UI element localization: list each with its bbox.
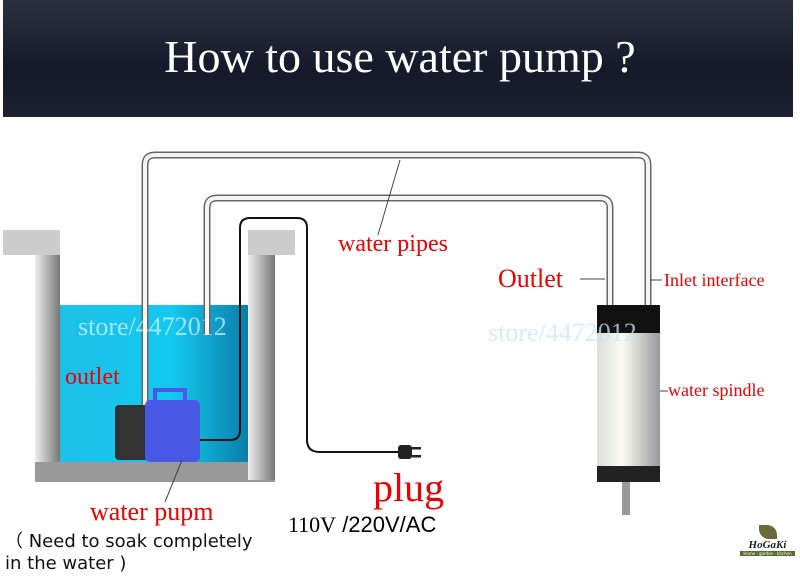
- power-cord: [200, 217, 400, 453]
- logo-name: HoGaKi: [748, 539, 787, 551]
- voltage-110: 110V: [288, 512, 337, 537]
- note-line-1: （ Need to soak completely: [5, 531, 253, 552]
- label-water-spindle: water spindle: [668, 380, 765, 400]
- label-water-pipes: water pipes: [338, 231, 448, 257]
- label-inlet-interface: Inlet interface: [664, 270, 765, 290]
- header-banner: [3, 0, 793, 117]
- leader-lines: [164, 159, 668, 503]
- note-line-2: in the water ): [5, 553, 127, 574]
- watermark: store/4472012: [78, 312, 227, 341]
- watermark: store/4472012: [488, 318, 637, 347]
- voltage-rest: /220V/AC: [336, 512, 437, 537]
- plug-icon: [398, 445, 421, 459]
- label-water-pump: water pupm: [90, 497, 214, 526]
- hogaki-logo: HoGaKi Home · garden · kitchen: [740, 525, 795, 556]
- leaf-icon: [758, 525, 777, 539]
- logo-tagline: Home · garden · kitchen: [740, 551, 795, 556]
- label-outlet-lower: outlet: [65, 364, 120, 390]
- label-voltage: 110V /220V/AC: [288, 512, 436, 538]
- pump-icon: [115, 388, 200, 462]
- water-pipes: [141, 151, 652, 405]
- water-spindle-icon: [597, 305, 660, 515]
- label-plug: plug: [373, 465, 445, 510]
- label-outlet-upper: Outlet: [498, 264, 563, 293]
- page-title: How to use water pump ?: [164, 31, 636, 82]
